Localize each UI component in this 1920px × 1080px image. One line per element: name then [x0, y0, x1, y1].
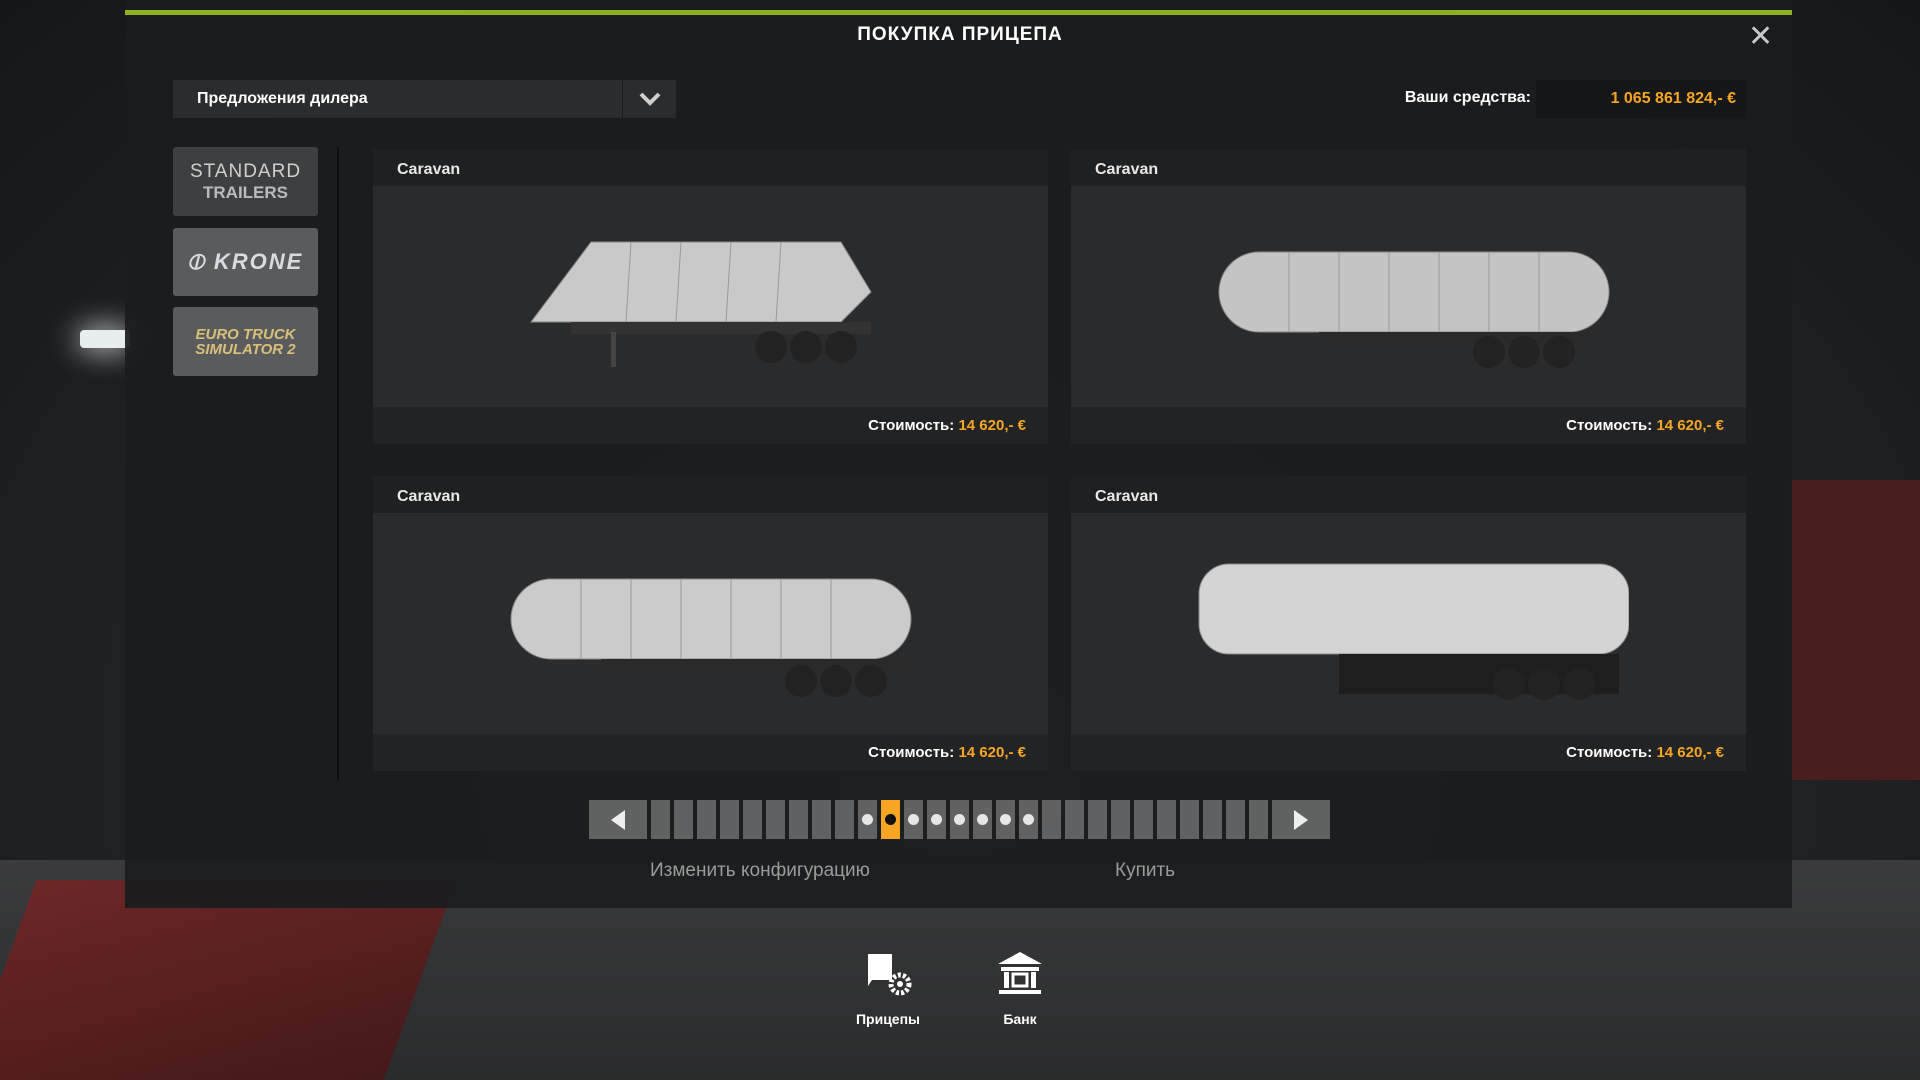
brand-krone[interactable]: ⦶ KRONE — [173, 228, 318, 296]
offer-price-row: Стоимость: 14 620,- € — [1071, 407, 1746, 444]
offer-name: Caravan — [373, 476, 1048, 513]
trailer-image-silo — [373, 186, 1048, 407]
offer-card[interactable]: Caravan Стоимость: 14 620,- € — [1071, 476, 1746, 771]
page-dot — [908, 814, 919, 825]
page-4[interactable] — [720, 800, 739, 839]
page-7[interactable] — [789, 800, 808, 839]
offer-card[interactable]: Caravan Стоимость: 14 620,- € — [1071, 149, 1746, 444]
page-6[interactable] — [766, 800, 785, 839]
page-16[interactable] — [996, 800, 1015, 839]
page-dot — [931, 814, 942, 825]
arrow-left-icon — [611, 809, 625, 830]
arrow-right-icon — [1294, 809, 1308, 830]
nav-trailers[interactable]: Прицепы — [843, 950, 933, 1027]
page-3[interactable] — [697, 800, 716, 839]
page-11[interactable] — [881, 800, 900, 839]
page-15[interactable] — [973, 800, 992, 839]
sidebar-divider — [337, 147, 339, 780]
offer-name: Caravan — [373, 149, 1048, 186]
page-25[interactable] — [1203, 800, 1222, 839]
page-17[interactable] — [1019, 800, 1038, 839]
nav-bank-label: Банк — [1003, 1011, 1037, 1027]
price-label: Стоимость: — [1566, 744, 1653, 761]
offer-card[interactable]: Caravan Стоимость: 14 620,- € — [373, 149, 1048, 444]
krone-logo: ⦶ KRONE — [187, 249, 304, 274]
buy-button[interactable]: Купить — [1115, 860, 1176, 881]
page-9[interactable] — [835, 800, 854, 839]
price-value: 14 620,- € — [1656, 744, 1724, 761]
page-dot — [977, 814, 988, 825]
page-21[interactable] — [1111, 800, 1130, 839]
offer-name: Caravan — [1071, 149, 1746, 186]
dropdown-selected: Предложения дилера — [197, 90, 368, 107]
trailer-image-tank — [1071, 186, 1746, 407]
change-configuration-button[interactable]: Изменить конфигурацию — [650, 860, 870, 881]
trailer-gear-icon — [868, 954, 912, 996]
price-value: 14 620,- € — [958, 744, 1026, 761]
page-23[interactable] — [1157, 800, 1176, 839]
offer-card[interactable]: Caravan Стоимость: 14 620,- € — [373, 476, 1048, 771]
close-icon[interactable]: ✕ — [1748, 20, 1774, 53]
offer-name: Caravan — [1071, 476, 1746, 513]
brand-logo-line2: TRAILERS — [203, 182, 288, 202]
panel-accent-bar — [125, 10, 1792, 15]
page-10[interactable] — [858, 800, 877, 839]
page-24[interactable] — [1180, 800, 1199, 839]
offer-price-row: Стоимость: 14 620,- € — [373, 734, 1048, 771]
price-value: 14 620,- € — [1656, 417, 1724, 434]
ets2-logo: EURO TRUCK SIMULATOR 2 — [195, 325, 296, 358]
page-19[interactable] — [1065, 800, 1084, 839]
offer-price-row: Стоимость: 14 620,- € — [373, 407, 1048, 444]
background-shelf — [1790, 480, 1920, 780]
page-14[interactable] — [950, 800, 969, 839]
page-12[interactable] — [904, 800, 923, 839]
prev-page-button[interactable] — [589, 800, 647, 839]
purchase-panel — [125, 0, 1792, 908]
page-27[interactable] — [1249, 800, 1268, 839]
offer-price-row: Стоимость: 14 620,- € — [1071, 734, 1746, 771]
page-26[interactable] — [1226, 800, 1245, 839]
page-dot — [862, 814, 873, 825]
price-label: Стоимость: — [868, 744, 955, 761]
funds-value: 1 065 861 824,- € — [1536, 80, 1746, 118]
page-dot — [954, 814, 965, 825]
nav-trailers-label: Прицепы — [855, 1011, 921, 1027]
brand-standard-trailers[interactable]: STANDARD TRAILERS — [173, 147, 318, 216]
pagination — [589, 800, 1330, 839]
page-5[interactable] — [743, 800, 762, 839]
background-lift — [0, 880, 457, 1080]
page-2[interactable] — [674, 800, 693, 839]
page-dot — [1023, 814, 1034, 825]
page-22[interactable] — [1134, 800, 1153, 839]
page-18[interactable] — [1042, 800, 1061, 839]
brand-ets2[interactable]: EURO TRUCK SIMULATOR 2 — [173, 307, 318, 376]
trailer-image-tank — [373, 513, 1048, 734]
window-title: ПОКУПКА ПРИЦЕПА — [857, 24, 1063, 45]
chevron-down-icon[interactable] — [622, 80, 676, 118]
nav-bank[interactable]: Банк — [975, 950, 1065, 1027]
background-lamp — [80, 330, 130, 348]
bank-icon — [998, 952, 1042, 994]
page-dot — [1000, 814, 1011, 825]
page-8[interactable] — [812, 800, 831, 839]
funds-label: Ваши средства: — [1404, 89, 1531, 106]
page-20[interactable] — [1088, 800, 1107, 839]
price-label: Стоимость: — [868, 417, 955, 434]
next-page-button[interactable] — [1272, 800, 1330, 839]
page-13[interactable] — [927, 800, 946, 839]
page-dot — [885, 814, 896, 825]
brand-logo-line1: STANDARD — [189, 160, 302, 182]
page-1[interactable] — [651, 800, 670, 839]
trailer-image-fuel-tank — [1071, 513, 1746, 734]
offers-dropdown[interactable]: Предложения дилера — [173, 80, 676, 118]
price-label: Стоимость: — [1566, 417, 1653, 434]
price-value: 14 620,- € — [958, 417, 1026, 434]
